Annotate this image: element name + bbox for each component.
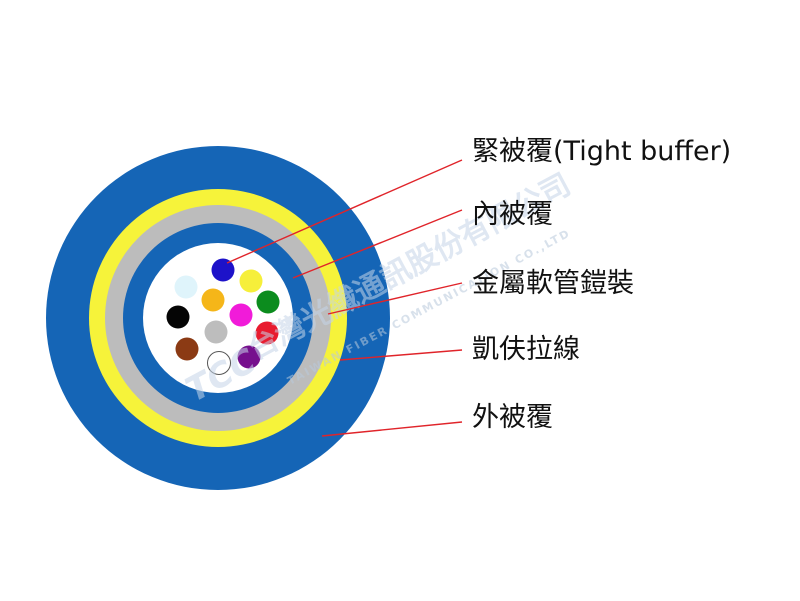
cable-layers bbox=[46, 146, 390, 490]
fiber-gray bbox=[204, 320, 228, 344]
leader-line-outer-sheath bbox=[321, 421, 463, 437]
fiber-white bbox=[207, 351, 231, 375]
fiber-brown bbox=[175, 337, 199, 361]
label-tight-buffer: 緊被覆(Tight buffer) bbox=[472, 136, 731, 167]
leader-line-inner-sheath bbox=[292, 209, 463, 279]
label-strength-member: 凱伕拉線 bbox=[472, 334, 580, 365]
fiber-light-blue bbox=[174, 275, 198, 299]
leader-line-strength-member bbox=[339, 349, 463, 361]
label-armor: 金屬軟管鎧裝 bbox=[472, 268, 634, 299]
tight-buffer-fibers bbox=[166, 258, 280, 375]
leader-line-tight-buffer bbox=[226, 159, 463, 264]
fiber-yellow bbox=[239, 269, 263, 293]
fiber-black bbox=[166, 305, 190, 329]
component-labels: 緊被覆(Tight buffer) 內被覆 金屬軟管鎧裝 凱伕拉線 外被覆 bbox=[472, 136, 731, 433]
fiber-violet bbox=[237, 345, 261, 369]
leader-lines bbox=[226, 159, 463, 437]
label-inner-sheath: 內被覆 bbox=[472, 199, 553, 230]
label-outer-sheath: 外被覆 bbox=[472, 402, 553, 433]
leader-line-armor bbox=[327, 282, 463, 315]
fiber-blue bbox=[211, 258, 235, 282]
fiber-orange bbox=[201, 288, 225, 312]
fiber-pink bbox=[229, 303, 253, 327]
fiber-green bbox=[256, 290, 280, 314]
fiber-red bbox=[255, 321, 279, 345]
